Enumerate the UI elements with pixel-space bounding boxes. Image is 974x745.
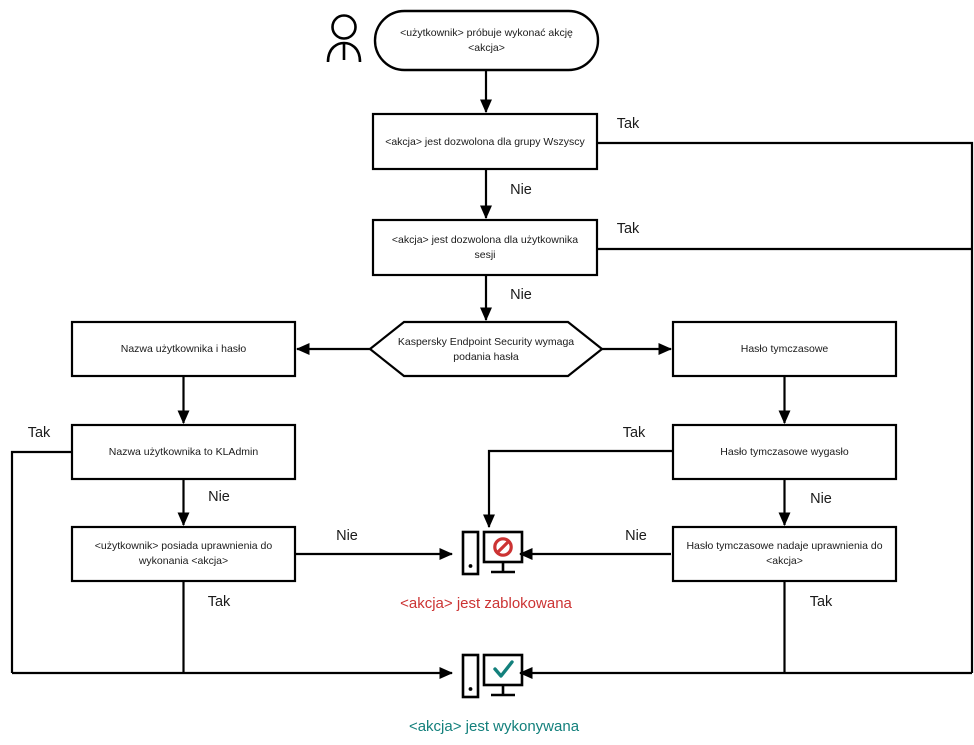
node-temp-password: Hasło tymczasowe xyxy=(671,320,898,378)
node-temp-password-grants-line1: Hasło tymczasowe nadaje uprawnienia do xyxy=(686,540,882,552)
node-temp-password-grants: Hasło tymczasowe nadaje uprawnienia do <… xyxy=(671,525,898,583)
edge-label-temp-expired-yes: Tak xyxy=(623,425,646,441)
start-node-line1: <użytkownik> próbuje wykonać akcję xyxy=(400,27,573,39)
edge-everyone-yes xyxy=(597,141,974,673)
person-icon xyxy=(326,14,362,63)
node-requires-password-line1: Kaspersky Endpoint Security wymaga xyxy=(398,336,574,348)
edge-label-kladmin-no: Nie xyxy=(208,489,230,505)
terminal-allowed-label: <akcja> jest wykonywana xyxy=(409,718,580,735)
edge-label-user-rights-no: Nie xyxy=(336,528,358,544)
start-node: <użytkownik> próbuje wykonać akcję <akcj… xyxy=(373,9,600,72)
node-temp-password-expired: Hasło tymczasowe wygasło xyxy=(671,423,898,481)
start-node-line2: <akcja> xyxy=(468,42,505,54)
node-requires-password-line2: podania hasła xyxy=(453,351,519,363)
edge-label-temp-grants-no: Nie xyxy=(625,528,647,544)
node-allowed-session-user-line2: sesji xyxy=(474,249,495,261)
node-requires-password: Kaspersky Endpoint Security wymaga podan… xyxy=(368,320,604,378)
node-username-password-label: Nazwa użytkownika i hasło xyxy=(121,343,247,355)
edge-label-kladmin-yes: Tak xyxy=(28,425,51,441)
edge-label-session-yes: Tak xyxy=(617,221,640,237)
edge-label-everyone-yes: Tak xyxy=(617,116,640,132)
node-user-has-rights: <użytkownik> posiada uprawnienia do wyko… xyxy=(70,525,297,583)
computer-blocked-icon xyxy=(461,530,524,576)
node-user-has-rights-line2: wykonania <akcja> xyxy=(138,555,228,567)
node-allowed-session-user: <akcja> jest dozwolona dla użytkownika s… xyxy=(371,218,599,277)
terminal-blocked-label: <akcja> jest zablokowana xyxy=(400,595,572,612)
edge-temp-expired-yes xyxy=(482,449,673,529)
node-temp-password-label: Hasło tymczasowe xyxy=(741,343,829,355)
edge-kladmin-yes xyxy=(10,450,72,673)
node-username-password: Nazwa użytkownika i hasło xyxy=(70,320,297,378)
node-allowed-everyone-label: <akcja> jest dozwolona dla grupy Wszyscy xyxy=(385,136,585,148)
node-user-has-rights-line1: <użytkownik> posiada uprawnienia do xyxy=(95,540,273,552)
node-username-is-kladmin: Nazwa użytkownika to KLAdmin xyxy=(70,423,297,481)
computer-allowed-icon xyxy=(461,653,524,699)
edge-label-session-no: Nie xyxy=(510,287,532,303)
node-temp-password-grants-line2: <akcja> xyxy=(766,555,803,567)
edge-label-temp-grants-yes: Tak xyxy=(810,594,833,610)
node-allowed-session-user-line1: <akcja> jest dozwolona dla użytkownika xyxy=(392,234,578,246)
edge-label-temp-expired-no: Nie xyxy=(810,491,832,507)
node-allowed-everyone: <akcja> jest dozwolona dla grupy Wszyscy xyxy=(371,112,599,171)
edge-label-user-rights-yes: Tak xyxy=(208,594,231,610)
edge-label-everyone-no: Nie xyxy=(510,182,532,198)
node-username-is-kladmin-label: Nazwa użytkownika to KLAdmin xyxy=(109,446,259,458)
node-temp-password-expired-label: Hasło tymczasowe wygasło xyxy=(720,446,849,458)
